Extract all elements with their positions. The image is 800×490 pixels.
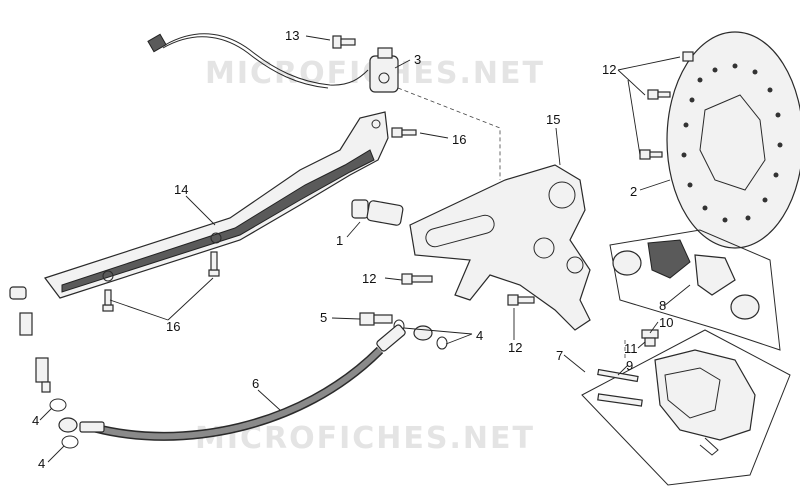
callout-5: 5	[320, 310, 327, 325]
washer-4-upper-b	[436, 336, 448, 350]
callout-14: 14	[174, 182, 188, 197]
callout-13: 13	[285, 28, 299, 43]
callout-16-top: 16	[452, 132, 466, 147]
callout-16-bottom: 16	[166, 319, 180, 334]
callout-12-bracket-left: 12	[362, 271, 376, 286]
callout-12-disc: 12	[602, 62, 616, 77]
hose-fittings-left	[9, 286, 51, 393]
bolt-12-disc-top	[682, 51, 694, 62]
callout-9: 9	[626, 358, 633, 373]
callout-4-upper: 4	[476, 328, 483, 343]
callout-1: 1	[336, 233, 343, 248]
bolt-12-bracket-bottom	[507, 294, 535, 306]
brake-disc	[666, 31, 800, 249]
brake-pads	[612, 239, 760, 320]
brake-hose	[58, 324, 433, 441]
pad-kit-outline	[609, 229, 781, 351]
screw-16-left	[102, 289, 114, 312]
spacer-pin	[351, 199, 404, 226]
caliper-bracket	[409, 164, 591, 331]
callout-2: 2	[630, 184, 637, 199]
caliper-kit-outline	[581, 329, 791, 486]
bolt-12-disc-low	[639, 149, 663, 160]
screw-16-top	[391, 127, 417, 138]
chain-guide	[44, 111, 389, 299]
callout-3: 3	[414, 52, 421, 67]
caliper-bolt	[597, 393, 643, 407]
callout-4-left-b: 4	[38, 456, 45, 471]
speed-sensor	[147, 33, 399, 93]
bolt-13	[332, 35, 356, 49]
callout-10: 10	[659, 315, 673, 330]
callout-11: 11	[624, 341, 638, 356]
callout-8: 8	[659, 298, 666, 313]
banjo-bolt	[359, 312, 393, 326]
callout-6: 6	[252, 376, 259, 391]
assembly-line-sensor	[397, 87, 501, 180]
washer-4-left-a	[49, 398, 67, 412]
washer-4-left-b	[61, 435, 79, 449]
bolt-12-bracket-left	[401, 273, 433, 285]
callout-15: 15	[546, 112, 560, 127]
callout-7: 7	[556, 348, 563, 363]
pad-pin	[597, 368, 639, 383]
callout-4-left-a: 4	[32, 413, 39, 428]
callout-12-bracket-bottom: 12	[508, 340, 522, 355]
bolt-12-disc-mid	[647, 89, 671, 100]
screw-16-right	[208, 251, 220, 277]
leader-lines	[39, 35, 691, 463]
brake-caliper	[654, 349, 756, 456]
